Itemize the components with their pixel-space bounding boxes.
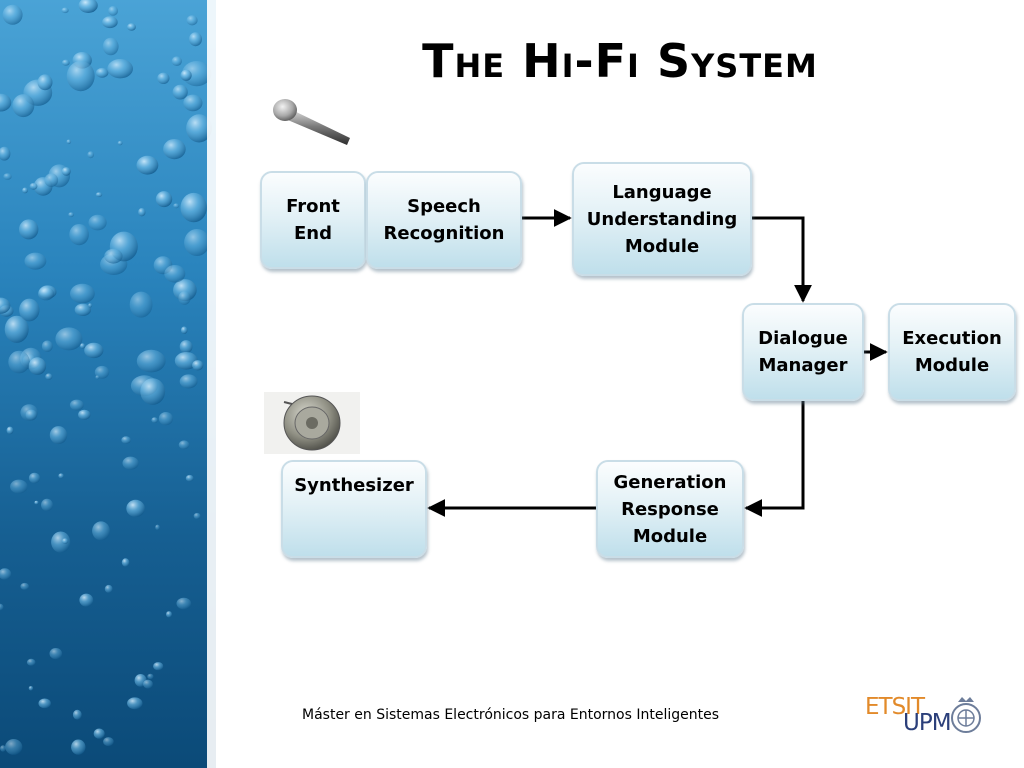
edge-language-to-dialogue	[752, 216, 812, 303]
front-end-node: Front End	[260, 171, 366, 269]
logo-upm-text: UPM	[903, 710, 952, 736]
slide-title: The Hi-Fi System	[422, 34, 818, 88]
synthesizer-node: Synthesizer	[281, 460, 427, 558]
university-crest-icon	[951, 697, 981, 733]
speaker-icon	[264, 392, 360, 454]
execution-module-node: Execution Module	[888, 303, 1016, 401]
edge-dialogue-to-generation	[744, 401, 805, 517]
microphone-icon	[273, 99, 350, 145]
etsit-upm-logo: ETSIT UPM	[865, 688, 990, 744]
speech-recognition-node: Speech Recognition	[366, 171, 522, 269]
logo-etsit-text: ETSIT	[865, 694, 925, 720]
dialogue-manager-node: Dialogue Manager	[742, 303, 864, 401]
generation-response-node: Generation Response Module	[596, 460, 744, 558]
language-understanding-node: Language Understanding Module	[572, 162, 752, 276]
slide-footer: Máster en Sistemas Electrónicos para Ent…	[302, 707, 720, 723]
water-bubbles-image	[0, 0, 216, 768]
